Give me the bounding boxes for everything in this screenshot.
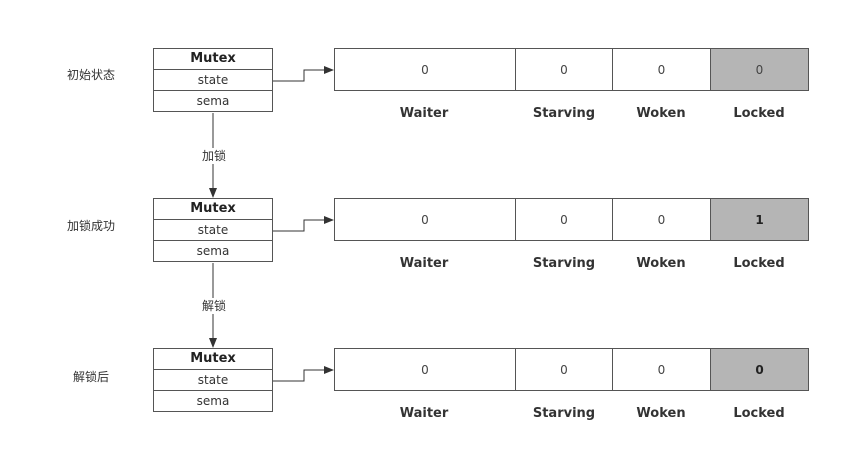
field-label-woken: Woken — [636, 256, 686, 271]
locked-bit: 0 — [711, 349, 808, 390]
field-label-starving: Starving — [532, 256, 596, 271]
mutex-field-state: state — [154, 220, 272, 241]
waiter-bit: 0 — [335, 349, 516, 390]
field-label-waiter: Waiter — [399, 256, 449, 271]
starving-bit: 0 — [516, 49, 613, 90]
mutex-field-state: state — [154, 370, 272, 391]
mutex-field-sema: sema — [196, 94, 230, 108]
mutex-field-sema: sema — [196, 244, 230, 258]
state-pointer-arrow — [273, 216, 334, 232]
state-pointer-arrow — [273, 66, 334, 82]
mutex-title: Mutex — [154, 49, 272, 70]
waiter-bit: 0 — [335, 49, 516, 90]
mutex-field-sema: sema — [196, 394, 230, 408]
locked-bit: 1 — [711, 199, 808, 240]
mutex-struct-initial: Mutex state sema — [153, 48, 273, 112]
state-bits-initial: 0 0 0 0 — [334, 48, 809, 91]
transition-lock-label: 加锁 — [194, 148, 234, 164]
woken-bit: 0 — [613, 49, 711, 90]
field-label-starving: Starving — [532, 406, 596, 421]
starving-bit: 0 — [516, 349, 613, 390]
locked-bit: 0 — [711, 49, 808, 90]
starving-bit: 0 — [516, 199, 613, 240]
row-label-initial: 初始状态 — [66, 68, 115, 82]
mutex-title: Mutex — [154, 199, 272, 220]
transition-unlock-label: 解锁 — [194, 298, 234, 314]
row-label-unlocked: 解锁后 — [72, 370, 109, 384]
woken-bit: 0 — [613, 349, 711, 390]
field-label-woken: Woken — [636, 406, 686, 421]
field-label-waiter: Waiter — [399, 406, 449, 421]
row-label-locked: 加锁成功 — [66, 219, 115, 233]
state-bits-unlocked: 0 0 0 0 — [334, 348, 809, 391]
woken-bit: 0 — [613, 199, 711, 240]
field-label-starving: Starving — [532, 106, 596, 121]
field-label-waiter: Waiter — [399, 106, 449, 121]
field-label-locked: Locked — [733, 106, 785, 121]
state-bits-locked: 0 0 0 1 — [334, 198, 809, 241]
field-label-locked: Locked — [733, 256, 785, 271]
field-label-locked: Locked — [733, 406, 785, 421]
mutex-struct-locked: Mutex state sema — [153, 198, 273, 262]
field-label-woken: Woken — [636, 106, 686, 121]
mutex-field-state: state — [154, 70, 272, 91]
mutex-struct-unlocked: Mutex state sema — [153, 348, 273, 412]
state-pointer-arrow — [273, 366, 334, 382]
waiter-bit: 0 — [335, 199, 516, 240]
mutex-title: Mutex — [154, 349, 272, 370]
